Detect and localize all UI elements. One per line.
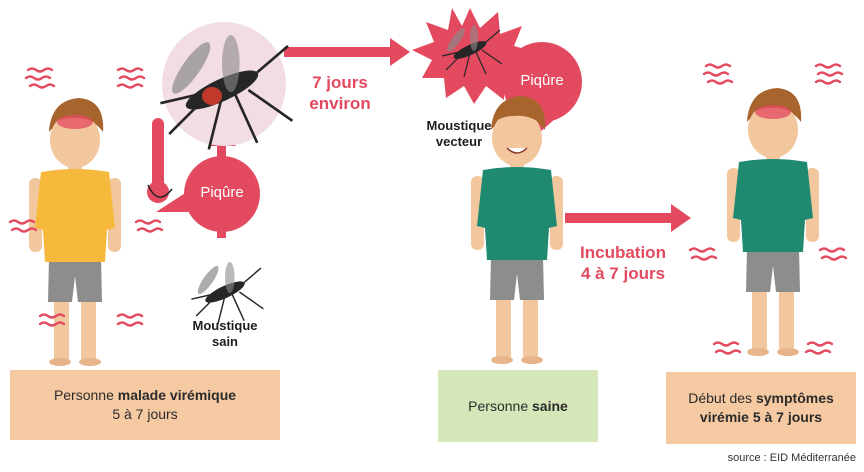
symptoms-box-prefix: Début des bbox=[688, 390, 756, 406]
sick-box-line2: 5 à 7 jours bbox=[112, 405, 177, 424]
source-credit: source : EID Méditerranée bbox=[728, 452, 856, 464]
healthy-mosquito-label-line2: sain bbox=[180, 334, 270, 350]
pain-marks bbox=[10, 65, 846, 354]
sick-person-box: Personne malade virémique 5 à 7 jours bbox=[10, 370, 280, 440]
symptoms-box-bold: symptômes bbox=[756, 390, 834, 406]
incubation-label-line1: Incubation bbox=[568, 242, 678, 263]
sick-person-figure bbox=[29, 98, 121, 366]
sick-box-line1: Personne malade virémique bbox=[54, 386, 236, 405]
bite-label-left: Piqûre bbox=[184, 184, 260, 201]
sick-box-prefix: Personne bbox=[54, 387, 118, 403]
healthy-person-box: Personne saine bbox=[438, 370, 598, 442]
symptoms-box-line2: virémie 5 à 7 jours bbox=[700, 408, 822, 427]
days-label: 7 jours environ bbox=[290, 72, 390, 114]
symptoms-box-line1: Début des symptômes bbox=[688, 389, 834, 408]
arrow-to-vector bbox=[284, 38, 410, 66]
vector-mosquito-label-line1: Moustique bbox=[414, 118, 504, 134]
arrow-incubation bbox=[565, 204, 691, 232]
days-label-line1: 7 jours bbox=[290, 72, 390, 93]
incubation-label: Incubation 4 à 7 jours bbox=[568, 242, 678, 284]
healthy-box-bold: saine bbox=[532, 398, 568, 414]
healthy-box-line1: Personne saine bbox=[468, 397, 568, 416]
vector-mosquito-label: Moustique vecteur bbox=[414, 118, 504, 150]
healthy-mosquito-label: Moustique sain bbox=[180, 318, 270, 350]
sick-box-bold: malade virémique bbox=[118, 387, 236, 403]
healthy-mosquito-label-line1: Moustique bbox=[180, 318, 270, 334]
symptoms-box: Début des symptômes virémie 5 à 7 jours bbox=[666, 372, 856, 444]
thermometer-icon bbox=[147, 118, 172, 203]
vector-mosquito-label-line2: vecteur bbox=[414, 134, 504, 150]
healthy-mosquito-icon bbox=[191, 262, 263, 324]
healthy-box-prefix: Personne bbox=[468, 398, 532, 414]
bite-label-right: Piqûre bbox=[504, 72, 580, 89]
days-label-line2: environ bbox=[290, 93, 390, 114]
incubation-label-line2: 4 à 7 jours bbox=[568, 263, 678, 284]
symptomatic-person-figure bbox=[727, 88, 819, 356]
